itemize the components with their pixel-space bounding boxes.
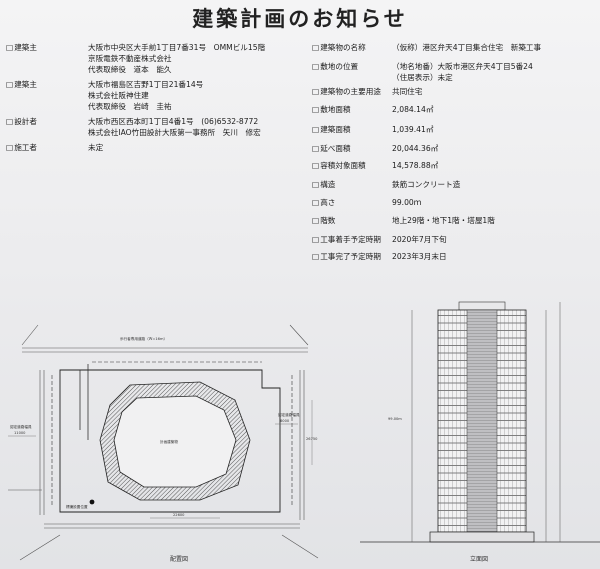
page-title: 建築計画のお知らせ bbox=[192, 7, 408, 31]
elevation-drawing: 99.00m bbox=[360, 301, 600, 543]
road-right-width: 6000 bbox=[280, 419, 290, 423]
info-value: 鉄筋コンクリート造 bbox=[392, 179, 460, 190]
info-line: （仮称）港区弁天4丁目集合住宅 新築工事 bbox=[392, 43, 542, 52]
info-line: （住居表示）未定 bbox=[392, 73, 453, 82]
info-value: （地名地番）大阪市港区弁天4丁目5番24 （住居表示）未定 bbox=[392, 61, 533, 83]
info-left-2-value: 大阪市西区西本町1丁目4番1号 (06)6532-8772 株式会社IAO竹田設… bbox=[88, 116, 261, 138]
info-value: （仮称）港区弁天4丁目集合住宅 新築工事 bbox=[392, 42, 541, 53]
info-line: 2,084.14㎡ bbox=[392, 105, 434, 114]
info-line: 1,039.41㎡ bbox=[392, 125, 434, 134]
info-label: 構造 bbox=[312, 179, 335, 190]
sign-position-label: 標識設置位置 bbox=[66, 504, 88, 509]
info-label: 建築物の名称 bbox=[312, 42, 366, 53]
elevation-dimensions bbox=[411, 302, 561, 542]
tower bbox=[429, 301, 535, 543]
info-left-3-value: 未定 bbox=[88, 142, 103, 153]
building-footprint bbox=[99, 381, 251, 501]
road-lines bbox=[8, 324, 319, 561]
info-label: 建築面積 bbox=[312, 124, 350, 135]
info-label: 工事着手予定時期 bbox=[312, 234, 381, 245]
info-line: 99.00ｍ bbox=[392, 198, 422, 207]
info-left-0-value: 大阪市中央区大手前1丁目7番31号 OMMビル15階 京阪電鉄不動産株式会社 代… bbox=[88, 42, 265, 75]
dim-right: 26750 bbox=[306, 437, 318, 441]
info-line: 代表取締役 道本 能久 bbox=[88, 65, 172, 74]
road-left-label: 認定道路幅員 bbox=[10, 424, 32, 429]
site-plan-drawing: 計画建築物 歩行者専用道路（Ｗ=16ｍ） 認定道路幅員 11000 認定道路幅員… bbox=[8, 324, 319, 561]
info-label: 延べ面積 bbox=[312, 143, 350, 154]
info-left-2: 設計者 bbox=[6, 116, 37, 127]
info-line: 代表取締役 岩崎 圭祐 bbox=[88, 102, 172, 111]
site-plan-caption: 配置図 bbox=[170, 556, 189, 563]
info-label: 建築主 bbox=[6, 43, 37, 52]
info-line: 株式会社阪神住建 bbox=[88, 91, 149, 100]
site-boundary bbox=[51, 361, 293, 513]
info-value: 地上29階・地下1階・塔屋1階 bbox=[392, 215, 495, 226]
height-dimension: 99.00m bbox=[388, 417, 402, 421]
info-label: 施工者 bbox=[6, 143, 37, 152]
info-line: 2020年7月下旬 bbox=[392, 235, 447, 244]
elevation-caption: 立面図 bbox=[470, 556, 489, 563]
info-line: 地上29階・地下1階・塔屋1階 bbox=[392, 216, 495, 225]
info-value: 14,578.88㎡ bbox=[392, 160, 438, 171]
info-line: 2023年3月末日 bbox=[392, 252, 447, 261]
info-value: 99.00ｍ bbox=[392, 197, 421, 208]
info-left-0: 建築主 bbox=[6, 42, 37, 53]
info-line: 大阪市福島区吉野1丁目21番14号 bbox=[88, 80, 204, 89]
info-left-3: 施工者 bbox=[6, 142, 37, 153]
info-left-1-value: 大阪市福島区吉野1丁目21番14号 株式会社阪神住建 代表取締役 岩崎 圭祐 bbox=[88, 79, 203, 112]
info-line: 未定 bbox=[88, 143, 104, 152]
info-line: 京阪電鉄不動産株式会社 bbox=[88, 54, 172, 63]
road-left-width: 11000 bbox=[14, 431, 26, 435]
info-value: 20,044.36㎡ bbox=[392, 143, 438, 154]
sign-position-marker bbox=[89, 499, 95, 505]
info-value: 2020年7月下旬 bbox=[392, 234, 447, 245]
road-top-label: 歩行者専用道路（Ｗ=16ｍ） bbox=[120, 336, 167, 341]
info-line: 14,578.88㎡ bbox=[392, 161, 439, 170]
dimension-lines bbox=[8, 400, 313, 519]
info-value: 2023年3月末日 bbox=[392, 251, 447, 262]
info-label: 高さ bbox=[312, 197, 335, 208]
info-value: 共同住宅 bbox=[392, 86, 422, 97]
road-right-label: 認定道路幅員 bbox=[278, 412, 300, 417]
info-label: 建築主 bbox=[6, 80, 37, 89]
road-bottom-width: 22600 bbox=[173, 513, 185, 517]
info-line: 鉄筋コンクリート造 bbox=[392, 180, 461, 189]
info-line: 株式会社IAO竹田設計大阪第一事務所 矢川 修宏 bbox=[88, 128, 261, 137]
info-label: 設計者 bbox=[6, 117, 37, 126]
info-label: 階数 bbox=[312, 215, 335, 226]
info-value: 1,039.41㎡ bbox=[392, 124, 433, 135]
info-value: 2,084.14㎡ bbox=[392, 104, 433, 115]
info-line: 20,044.36㎡ bbox=[392, 144, 439, 153]
building-label: 計画建築物 bbox=[160, 439, 178, 444]
info-label: 敷地の位置 bbox=[312, 61, 358, 72]
info-label: 容積対象面積 bbox=[312, 160, 366, 171]
info-label: 敷地面積 bbox=[312, 104, 350, 115]
info-line: 共同住宅 bbox=[392, 87, 423, 96]
info-label: 工事完了予定時期 bbox=[312, 251, 381, 262]
info-left-1: 建築主 bbox=[6, 79, 37, 90]
info-line: 大阪市西区西本町1丁目4番1号 (06)6532-8772 bbox=[88, 117, 259, 126]
info-label: 建築物の主要用途 bbox=[312, 86, 381, 97]
info-line: （地名地番）大阪市港区弁天4丁目5番24 bbox=[392, 62, 533, 71]
info-line: 大阪市中央区大手前1丁目7番31号 OMMビル15階 bbox=[88, 43, 266, 52]
